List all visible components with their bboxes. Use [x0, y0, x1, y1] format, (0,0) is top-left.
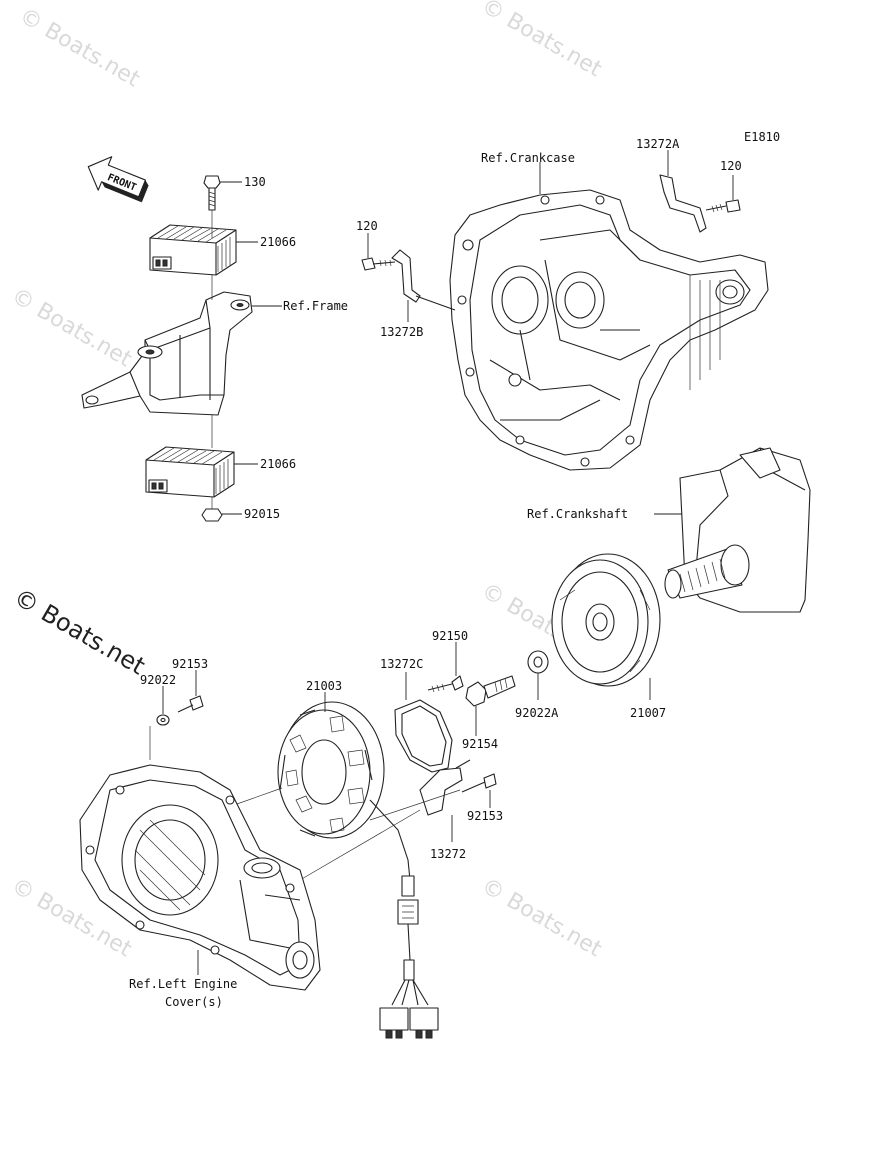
stator-21003 — [277, 701, 385, 839]
label-92015: 92015 — [244, 507, 280, 521]
bolt-92153-right — [461, 773, 497, 793]
clamp-13272 — [419, 759, 471, 816]
watermark: © Boats.net — [477, 0, 606, 82]
gasket-13272C — [394, 699, 453, 773]
bolt-120-right — [705, 199, 741, 213]
label-92153-left: 92153 — [172, 657, 208, 671]
watermark-large: © Boats.net — [9, 583, 150, 680]
frame-bracket — [81, 291, 253, 416]
rotor-21007 — [551, 553, 661, 687]
bracket-13272A — [659, 174, 707, 233]
label-ref-frame: Ref.Frame — [283, 299, 348, 313]
label-130: 130 — [244, 175, 266, 189]
label-13272B: 13272B — [380, 325, 423, 339]
regulator-21066-top — [149, 224, 237, 276]
bolt-130 — [203, 175, 221, 211]
crankshaft — [664, 447, 811, 613]
crankcase — [449, 189, 769, 471]
label-ref-crankshaft: Ref.Crankshaft — [527, 507, 628, 521]
washer-92022A — [527, 650, 549, 674]
label-ref-left-cover-line2: Cover(s) — [165, 995, 223, 1009]
bolt-120-left — [361, 257, 396, 271]
label-92154: 92154 — [462, 737, 498, 751]
bolt-92154 — [465, 675, 516, 707]
label-13272: 13272 — [430, 847, 466, 861]
label-21066-bottom: 21066 — [260, 457, 296, 471]
label-92022: 92022 — [140, 673, 176, 687]
label-92153-right: 92153 — [467, 809, 503, 823]
label-120-left: 120 — [356, 219, 378, 233]
bolt-92153-left — [177, 695, 204, 713]
label-21003: 21003 — [306, 679, 342, 693]
stator-wire-harness — [369, 799, 439, 1039]
bolt-92150 — [427, 675, 464, 693]
label-21007: 21007 — [630, 706, 666, 720]
regulator-21066-bottom — [145, 446, 235, 498]
label-92022A: 92022A — [515, 706, 559, 720]
front-arrow-icon: FRONT — [87, 156, 149, 203]
label-13272A: 13272A — [636, 137, 680, 151]
diagram-code: E1810 — [744, 130, 780, 144]
label-120-right: 120 — [720, 159, 742, 173]
label-ref-left-cover-line1: Ref.Left Engine — [129, 977, 237, 991]
watermark: © Boats.net — [477, 874, 606, 963]
label-92150: 92150 — [432, 629, 468, 643]
bracket-13272B — [391, 249, 456, 311]
label-13272C: 13272C — [380, 657, 423, 671]
left-engine-cover — [79, 764, 321, 991]
watermark: © Boats.net — [15, 4, 144, 93]
watermark: © Boats.net — [7, 284, 136, 373]
label-ref-crankcase: Ref.Crankcase — [481, 151, 575, 165]
washer-92022 — [156, 714, 170, 726]
label-21066-top: 21066 — [260, 235, 296, 249]
nut-92015 — [201, 497, 223, 522]
